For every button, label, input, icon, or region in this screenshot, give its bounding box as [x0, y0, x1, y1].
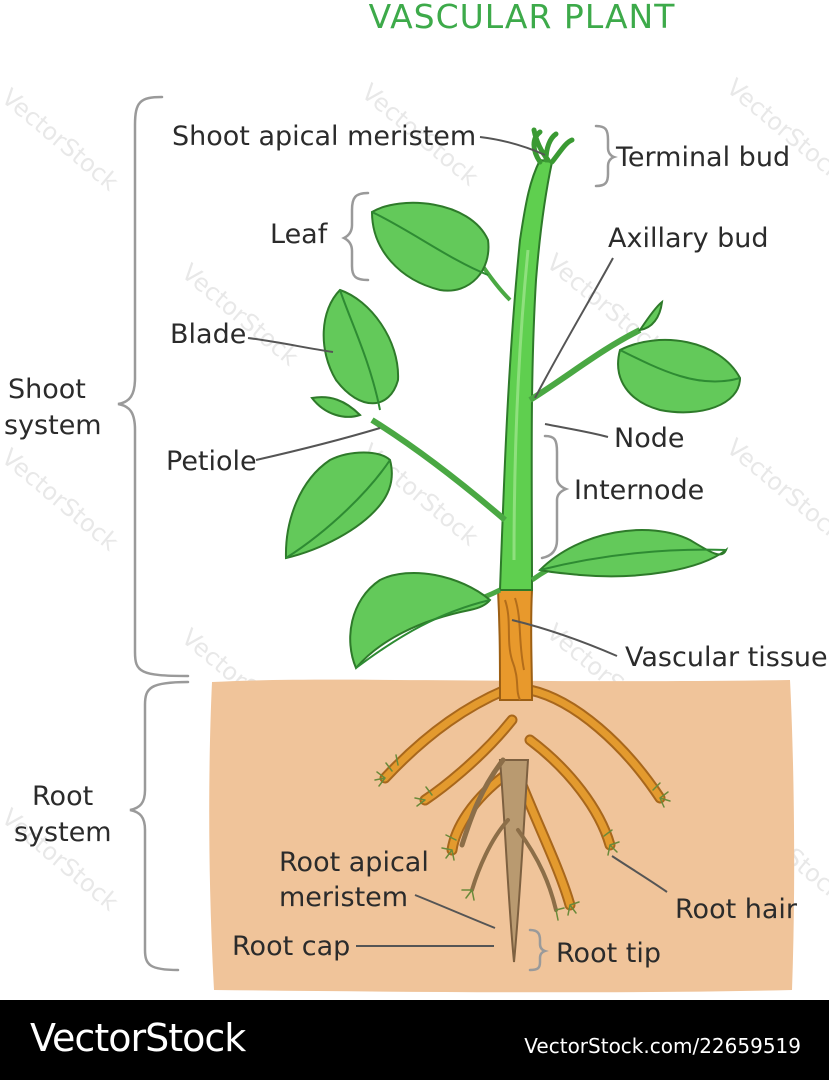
internode-brace — [540, 434, 570, 560]
footer-logo: VectorStock — [30, 1016, 246, 1060]
vascular-plant-diagram: VASCULAR PLANT VectorStock VectorStock V… — [0, 0, 829, 993]
pointer-axillary-bud — [534, 257, 614, 399]
shoot-system-brace — [117, 95, 190, 678]
pointer-vascular-tissue — [511, 619, 618, 657]
pointer-node — [544, 423, 609, 438]
label-terminal-bud: Terminal bud — [615, 142, 790, 173]
leaf-brace — [341, 191, 370, 282]
label-shoot-apical-meristem: Shoot apical meristem — [172, 121, 476, 152]
label-root-apical-meristem-line1: Root apical — [279, 847, 429, 878]
label-petiole: Petiole — [166, 446, 257, 477]
root-tip-brace — [528, 928, 549, 972]
pointer-lines — [247, 136, 668, 947]
label-axillary-bud: Axillary bud — [608, 223, 769, 254]
label-vascular-tissue: Vascular tissue — [625, 642, 828, 673]
label-root-apical-meristem-line2: meristem — [279, 882, 408, 913]
pointer-blade — [247, 337, 334, 353]
label-blade: Blade — [170, 319, 246, 350]
label-shoot-system-line2: system — [4, 410, 102, 441]
root-system-drawing — [374, 684, 671, 963]
pointer-petiole — [255, 427, 381, 461]
terminal-bud-brace — [594, 124, 618, 188]
label-node: Node — [614, 423, 684, 454]
watermark: VectorStock — [176, 258, 304, 371]
label-internode: Internode — [574, 475, 704, 506]
pointer-root-apical-meristem — [414, 894, 496, 929]
diagram-title: VASCULAR PLANT — [369, 0, 676, 36]
watermark: VectorStock — [721, 433, 829, 546]
pointer-root-hair — [611, 855, 668, 893]
label-shoot-system-line1: Shoot — [8, 374, 86, 405]
label-root-system-line2: system — [14, 817, 112, 848]
diagram-canvas: VASCULAR PLANT VectorStock VectorStock V… — [0, 0, 829, 993]
label-root-tip: Root tip — [556, 938, 661, 969]
pointer-shoot-apical-meristem — [479, 136, 546, 156]
leaves-drawing — [284, 201, 742, 670]
label-root-cap: Root cap — [232, 931, 350, 962]
root-system-brace — [129, 680, 190, 972]
footer-bar: VectorStock VectorStock.com/22659519 — [0, 1000, 829, 1080]
brackets — [117, 95, 618, 972]
watermark: VectorStock — [0, 443, 124, 556]
labels: Shoot apical meristem Terminal bud Leaf … — [4, 121, 828, 969]
soil-area — [209, 679, 795, 993]
label-root-system-line1: Root — [32, 781, 93, 812]
footer-image-id: VectorStock.com/22659519 — [524, 1034, 801, 1058]
watermark: VectorStock — [0, 83, 124, 196]
label-root-hair: Root hair — [675, 894, 798, 925]
label-leaf: Leaf — [270, 219, 329, 250]
